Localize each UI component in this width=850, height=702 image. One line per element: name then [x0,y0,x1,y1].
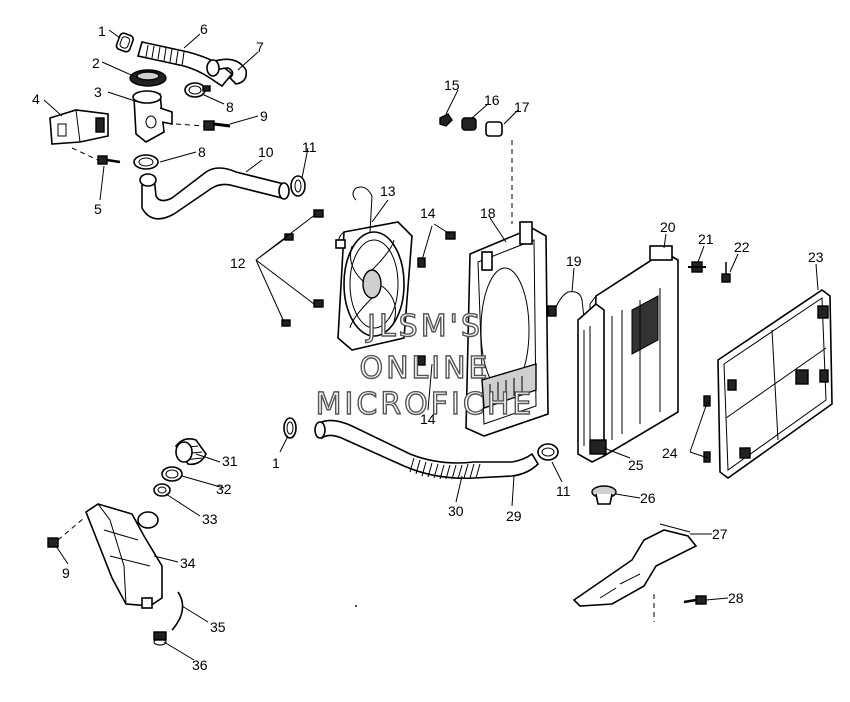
callout-4: 4 [32,91,40,107]
part-clamp-lower [283,417,297,439]
part-radiator-hose-lower [314,419,540,480]
callout-33: 33 [202,511,218,527]
callout-26: 26 [640,490,656,506]
watermark-line-3: MICROFICHE [316,387,535,422]
callout-17: 17 [514,99,530,115]
part-ring-clamp-upper [184,82,211,98]
leader-lines [43,29,819,661]
callout-32: 32 [216,481,232,497]
callout-1b: 1 [272,455,280,471]
part-grommet [591,485,617,505]
callout-10: 10 [258,144,274,160]
callout-8b: 8 [198,144,206,160]
part-thermostat-cap [129,69,167,87]
part-temperature-sensor [485,121,513,224]
part-cap-seal [161,466,183,482]
callout-11b: 11 [556,483,571,499]
callout-23: 23 [808,249,824,265]
callout-12: 12 [230,255,246,271]
part-radiator [577,245,679,463]
callout-1: 1 [98,23,106,39]
part-sensor-harness [547,291,585,319]
part-sensor-washer [461,117,477,131]
part-elbow-hose [206,58,248,85]
callout-14b: 14 [420,411,436,427]
speck [355,605,357,607]
callout-29: 29 [506,508,522,524]
part-coolant-reservoir [85,503,163,609]
callout-31: 31 [222,453,238,469]
callout-11: 11 [302,139,317,155]
callout-6: 6 [200,21,208,37]
part-ring-clamp-lower [133,154,159,170]
callout-16: 16 [484,92,500,108]
part-bolt-lower [47,517,85,548]
part-filler-neck-seal [153,483,171,497]
callout-27: 27 [712,526,728,542]
callout-28: 28 [728,590,744,606]
part-screen-clips [689,395,711,463]
part-sensor-nut [439,113,453,127]
callout-18: 18 [480,205,496,221]
callout-labels: 1 6 7 2 3 4 8 9 8 10 11 5 15 16 17 13 14… [32,21,824,673]
part-radiator-support [572,523,698,622]
callout-8: 8 [226,99,234,115]
callout-9: 9 [260,108,268,124]
callout-34: 34 [180,555,196,571]
callout-13: 13 [380,183,396,199]
part-fan-screws [417,223,456,366]
callout-25: 25 [628,457,644,473]
callout-36: 36 [192,657,208,673]
callout-7: 7 [256,39,264,55]
callout-35: 35 [210,619,226,635]
part-bolt-upper [175,120,231,131]
watermark: JLSM'S ONLINE MICROFICHE [315,308,535,422]
callout-5: 5 [94,201,102,217]
part-bracket [49,109,109,145]
part-hose-clamp-upper [290,175,306,197]
part-cooling-fan [335,186,413,351]
part-fasteners-group [255,209,324,327]
callout-20: 20 [660,219,676,235]
callout-22: 22 [734,239,750,255]
watermark-line-1: JLSM'S [365,309,483,344]
part-tube-clamp [153,631,167,646]
part-support-bolt [683,595,707,605]
part-overflow-tube [171,591,184,631]
callout-19: 19 [566,253,582,269]
part-clamp-top [115,32,134,53]
callout-15: 15 [444,77,460,93]
callout-24: 24 [662,445,678,461]
part-fan-shroud [465,221,549,437]
part-radiator-hose-upper [139,167,290,220]
part-corrugated-hose [136,41,234,88]
part-radiator-screw [721,262,731,283]
part-bolt-small [71,147,121,165]
callout-30: 30 [448,503,464,519]
callout-21: 21 [698,231,714,247]
watermark-line-2: ONLINE [359,351,490,386]
part-reservoir-cap [175,438,207,466]
part-radiator-bushing [688,261,706,273]
callout-2: 2 [92,55,100,71]
callout-9b: 9 [62,565,70,581]
callout-14: 14 [420,205,436,221]
part-hose-clamp-lower [537,443,559,461]
part-thermostat-housing [132,90,173,143]
callout-3: 3 [94,84,102,100]
part-radiator-screen [717,289,833,479]
